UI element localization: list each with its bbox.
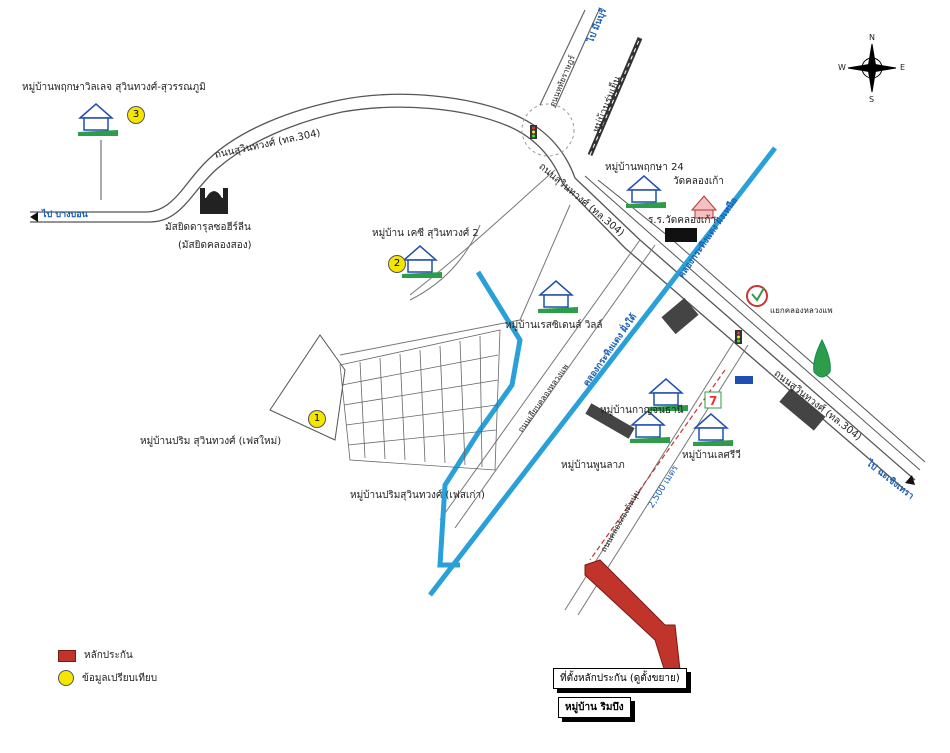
canal-loop xyxy=(437,270,523,568)
building-blocks xyxy=(585,228,826,439)
housing-grid xyxy=(339,329,501,471)
junction-label: แยกคลองหลวงแพ xyxy=(770,306,833,315)
mosque-alt-label: (มัสยิดคลองสอง) xyxy=(178,240,252,251)
village-label-2: หมู่บ้าน เคซี สุวินทวงศ์ 2 xyxy=(372,228,479,239)
main-road-west xyxy=(30,93,576,213)
village-label-3: หมู่บ้านพฤกษาวิลเลจ สุวินทวงศ์-สุวรรณภูม… xyxy=(22,82,206,93)
marker-1: 1 xyxy=(308,410,326,428)
house-icon-5 xyxy=(648,378,688,411)
svg-text:7: 7 xyxy=(709,394,717,408)
village-label-punsab: หมู่บ้านพูนลาภ xyxy=(561,460,625,471)
temple-label: วัดคลองเก้า xyxy=(673,176,724,187)
bank-icon xyxy=(746,285,768,307)
village-label-pruksa24: หมู่บ้านพฤกษา 24 xyxy=(605,162,684,173)
house-icon-4 xyxy=(626,175,666,208)
village-label-kaya: หมู่บ้านกาญจนธานี xyxy=(600,405,684,416)
village-label-prim-old: หมู่บ้านปริมสุวินทวงศ์ (เฟสเก่า) xyxy=(350,490,485,501)
legend-collateral: หลักประกัน xyxy=(58,648,133,663)
house-icon xyxy=(78,103,118,136)
house-icon-6 xyxy=(630,410,670,443)
collateral-village-box: หมู่บ้าน ริมบึง xyxy=(558,697,631,718)
village-label-lettree: หมู่บ้านเลศรีวี xyxy=(682,450,741,461)
legend-comparable: ข้อมูลเปรียบเทียบ xyxy=(58,670,157,686)
canal-main xyxy=(428,146,777,597)
compass-w: W xyxy=(838,63,846,72)
distance-line xyxy=(589,369,726,561)
compass-e: E xyxy=(900,63,906,72)
temple-icon xyxy=(690,195,718,219)
house-icon-2 xyxy=(402,245,442,278)
collateral-parcel xyxy=(584,559,681,673)
direction-west: ไป บางบอน xyxy=(42,210,88,220)
legend-collateral-text: หลักประกัน xyxy=(84,650,133,661)
village-label-residence: หมู่บ้านเรสซิเดนส์ วิลล์ xyxy=(505,320,603,331)
marker-2: 2 xyxy=(388,255,406,273)
roundabout xyxy=(521,103,575,157)
village-label-prim-new: หมู่บ้านปริม สุวินทวงศ์ (เฟสใหม่) xyxy=(140,436,282,447)
school-label: ร.ร.วัดคลองเก้า xyxy=(648,215,717,226)
legend-comparable-text: ข้อมูลเปรียบเทียบ xyxy=(82,672,158,684)
legend-collateral-swatch xyxy=(58,649,76,662)
legend-comparable-swatch xyxy=(58,670,74,686)
convenience-store-icon: 7 xyxy=(704,391,722,409)
compass-icon xyxy=(847,43,897,93)
mosque-label: มัสยิดดารุลซอฮีร์ลีน xyxy=(165,222,251,233)
house-icon-3 xyxy=(538,280,578,313)
collateral-site-box: ที่ตั้งหลักประกัน (ดูตั้งขยาย) xyxy=(553,668,687,689)
petrol-station-icon xyxy=(813,338,831,378)
compass-s: S xyxy=(869,95,875,104)
marker-3: 3 xyxy=(127,106,145,124)
house-icon-7 xyxy=(693,413,733,446)
north-road-1 xyxy=(539,9,586,106)
compass-n: N xyxy=(869,33,875,42)
mosque-icon xyxy=(200,188,228,214)
